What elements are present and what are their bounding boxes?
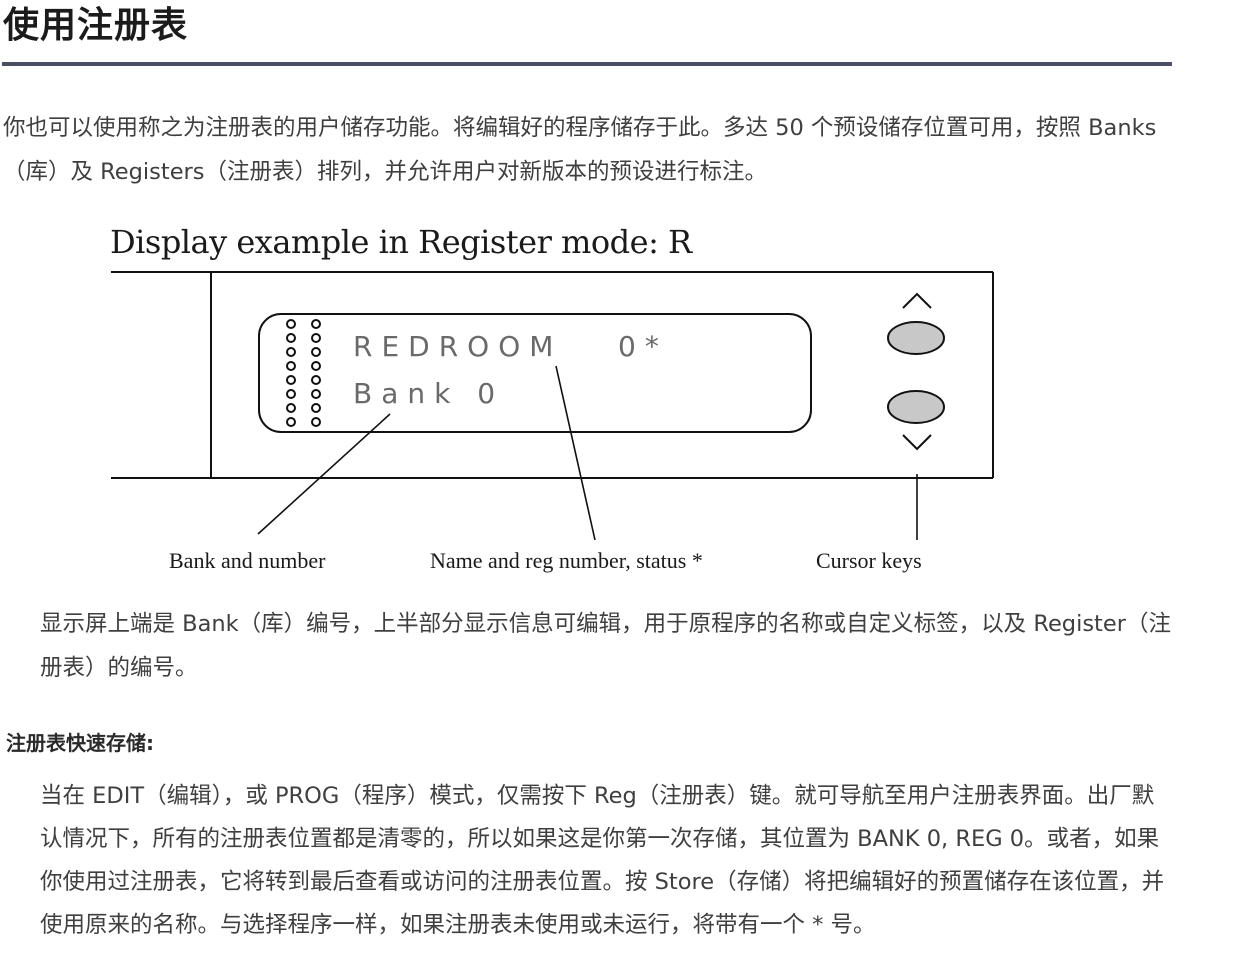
- bank-label: Bank and number: [169, 548, 326, 573]
- display-diagram: [111, 271, 994, 541]
- page-title: 使用注册表: [3, 5, 189, 46]
- title-divider: [2, 62, 1172, 66]
- lcd-name-text: REDROOM: [353, 330, 563, 363]
- quick-store-heading: 注册表快速存储:: [6, 731, 154, 755]
- register-display-figure: Display example in Register mode: R REDR…: [108, 222, 1008, 582]
- cursor-keys-label: Cursor keys: [816, 548, 922, 573]
- intro-paragraph: 你也可以使用称之为注册表的用户储存功能。将编辑好的程序储存于此。多达 50 个预…: [3, 115, 1157, 185]
- name-label: Name and reg number, status *: [430, 548, 703, 573]
- description-paragraph: 显示屏上端是 Bank（库）编号，上半部分显示信息可编辑，用于原程序的名称或自定…: [40, 611, 1171, 681]
- lcd-bank-text: Bank 0: [353, 377, 505, 410]
- cursor-down-button[interactable]: [887, 390, 945, 424]
- lcd-screen: [258, 313, 812, 433]
- chevron-up-icon: [902, 292, 932, 309]
- bank-leader-line: [257, 413, 391, 535]
- quick-store-paragraph: 当在 EDIT（编辑），或 PROG（程序）模式，仅需按下 Reg（注册表）键。…: [40, 783, 1165, 938]
- lcd-register-text: 0*: [618, 330, 668, 363]
- name-leader-line: [555, 365, 596, 541]
- chevron-down-icon: [902, 434, 932, 451]
- figure-caption: Display example in Register mode: R: [110, 223, 692, 261]
- led-dots: [286, 319, 321, 427]
- cursor-up-button[interactable]: [887, 321, 945, 355]
